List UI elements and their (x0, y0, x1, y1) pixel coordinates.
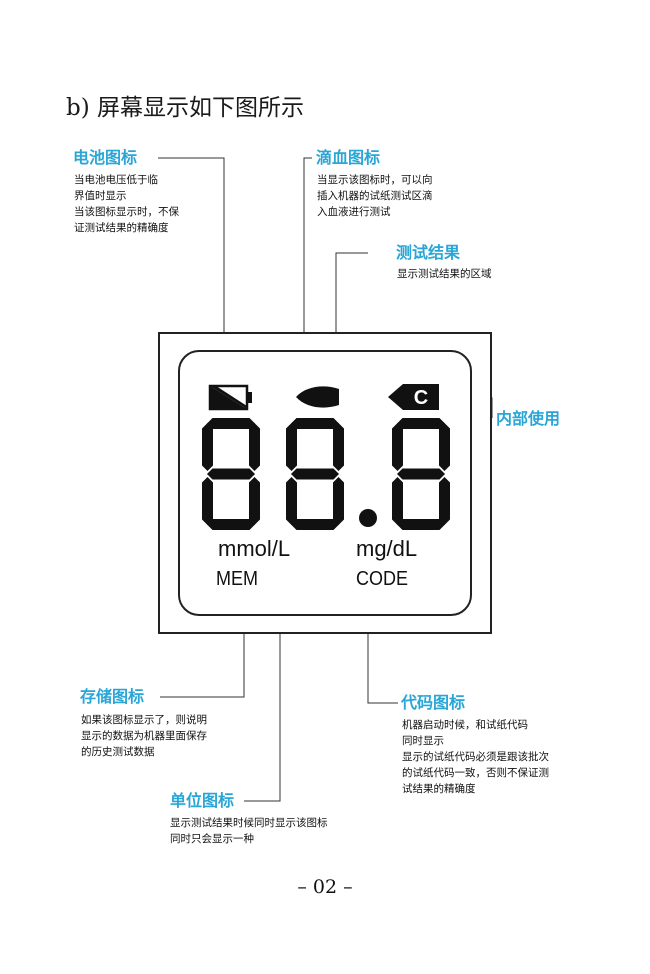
battery-icon (208, 384, 252, 411)
blood-desc-line: 插入机器的试纸测试区滴 (317, 190, 433, 202)
lcd-screen-illustration: C mmol/L mg/dL MEM CODE (158, 332, 492, 634)
blood-drop-callout-desc: 当显示该图标时，可以向 插入机器的试纸测试区滴 入血液进行测试 (317, 172, 433, 220)
memory-desc-line: 的历史测试数据 (81, 746, 155, 758)
code-desc-line: 显示的试纸代码必须是跟该批次 (402, 751, 549, 763)
lcd-segment (202, 477, 213, 525)
lcd-decimal-point (359, 509, 377, 527)
lcd-segment (249, 423, 260, 471)
lcd-segment (291, 519, 339, 530)
lcd-inner-frame (178, 350, 472, 616)
blood-drop-callout-title: 滴血图标 (316, 148, 381, 167)
lcd-segment (397, 418, 445, 429)
page-number: – 02 – (297, 876, 353, 898)
battery-desc-line: 界值时显示 (74, 190, 127, 202)
result-callout-desc: 显示测试结果的区域 (397, 266, 492, 282)
lcd-segment (207, 418, 255, 429)
section-title: b) 屏幕显示如下图所示 (66, 95, 305, 121)
lcd-segment (291, 468, 339, 480)
code-desc-line: 试结果的精确度 (402, 783, 476, 795)
unit-mg-label: mg/dL (356, 536, 417, 561)
lcd-segment (392, 477, 403, 525)
code-label: CODE (356, 568, 408, 590)
code-callout-desc: 机器启动时候，和试纸代码 同时显示 显示的试纸代码必须是跟该批次 的试纸代码一致… (402, 717, 549, 797)
lcd-segment (291, 418, 339, 429)
lcd-segment (397, 468, 445, 480)
blood-desc-line: 入血液进行测试 (317, 206, 391, 218)
code-desc-line: 的试纸代码一致，否则不保证测 (402, 767, 549, 779)
lcd-digit (202, 418, 260, 530)
battery-desc-line: 证测试结果的精确度 (74, 222, 169, 234)
lcd-segment (397, 519, 445, 530)
lcd-segment (439, 477, 450, 525)
lcd-segment (286, 477, 297, 525)
code-desc-line: 同时显示 (402, 735, 444, 747)
lcd-segment (439, 423, 450, 471)
lcd-segment (207, 519, 255, 530)
code-callout-title: 代码图标 (401, 693, 466, 712)
result-callout-title: 测试结果 (396, 243, 461, 262)
lcd-segment (249, 477, 260, 525)
memory-callout-desc: 如果该图标显示了，则说明 显示的数据为机器里面保存 的历史测试数据 (81, 712, 207, 760)
lcd-segment (207, 468, 255, 480)
lcd-segment (333, 477, 344, 525)
memory-callout-title: 存储图标 (80, 687, 145, 706)
blood-drop-icon (296, 386, 339, 408)
battery-desc-line: 当电池电压低于临 (74, 174, 158, 186)
code-icon-letter: C (414, 387, 428, 409)
mem-label: MEM (216, 568, 258, 590)
code-icon: C (388, 384, 439, 410)
lcd-segment (202, 423, 213, 471)
memory-desc-line: 显示的数据为机器里面保存 (81, 730, 207, 742)
unit-desc-line: 显示测试结果时候同时显示该图标 (170, 817, 328, 829)
memory-desc-line: 如果该图标显示了，则说明 (81, 714, 207, 726)
unit-callout-title: 单位图标 (170, 791, 235, 810)
internal-use-callout-title: 内部使用 (496, 409, 561, 428)
result-desc-line: 显示测试结果的区域 (397, 268, 492, 280)
blood-desc-line: 当显示该图标时，可以向 (317, 174, 433, 186)
battery-callout-desc: 当电池电压低于临 界值时显示 当该图标显示时，不保 证测试结果的精确度 (74, 172, 179, 236)
lcd-segment (333, 423, 344, 471)
unit-desc-line: 同时只会显示一种 (170, 833, 254, 845)
lcd-segment (286, 423, 297, 471)
unit-mmol-label: mmol/L (218, 536, 290, 561)
code-desc-line: 机器启动时候，和试纸代码 (402, 719, 528, 731)
unit-callout-desc: 显示测试结果时候同时显示该图标 同时只会显示一种 (170, 815, 328, 847)
lcd-digit (286, 418, 344, 530)
lcd-segment (392, 423, 403, 471)
lcd-digit (392, 418, 450, 530)
battery-callout-title: 电池图标 (73, 148, 138, 167)
battery-desc-line: 当该图标显示时，不保 (74, 206, 179, 218)
